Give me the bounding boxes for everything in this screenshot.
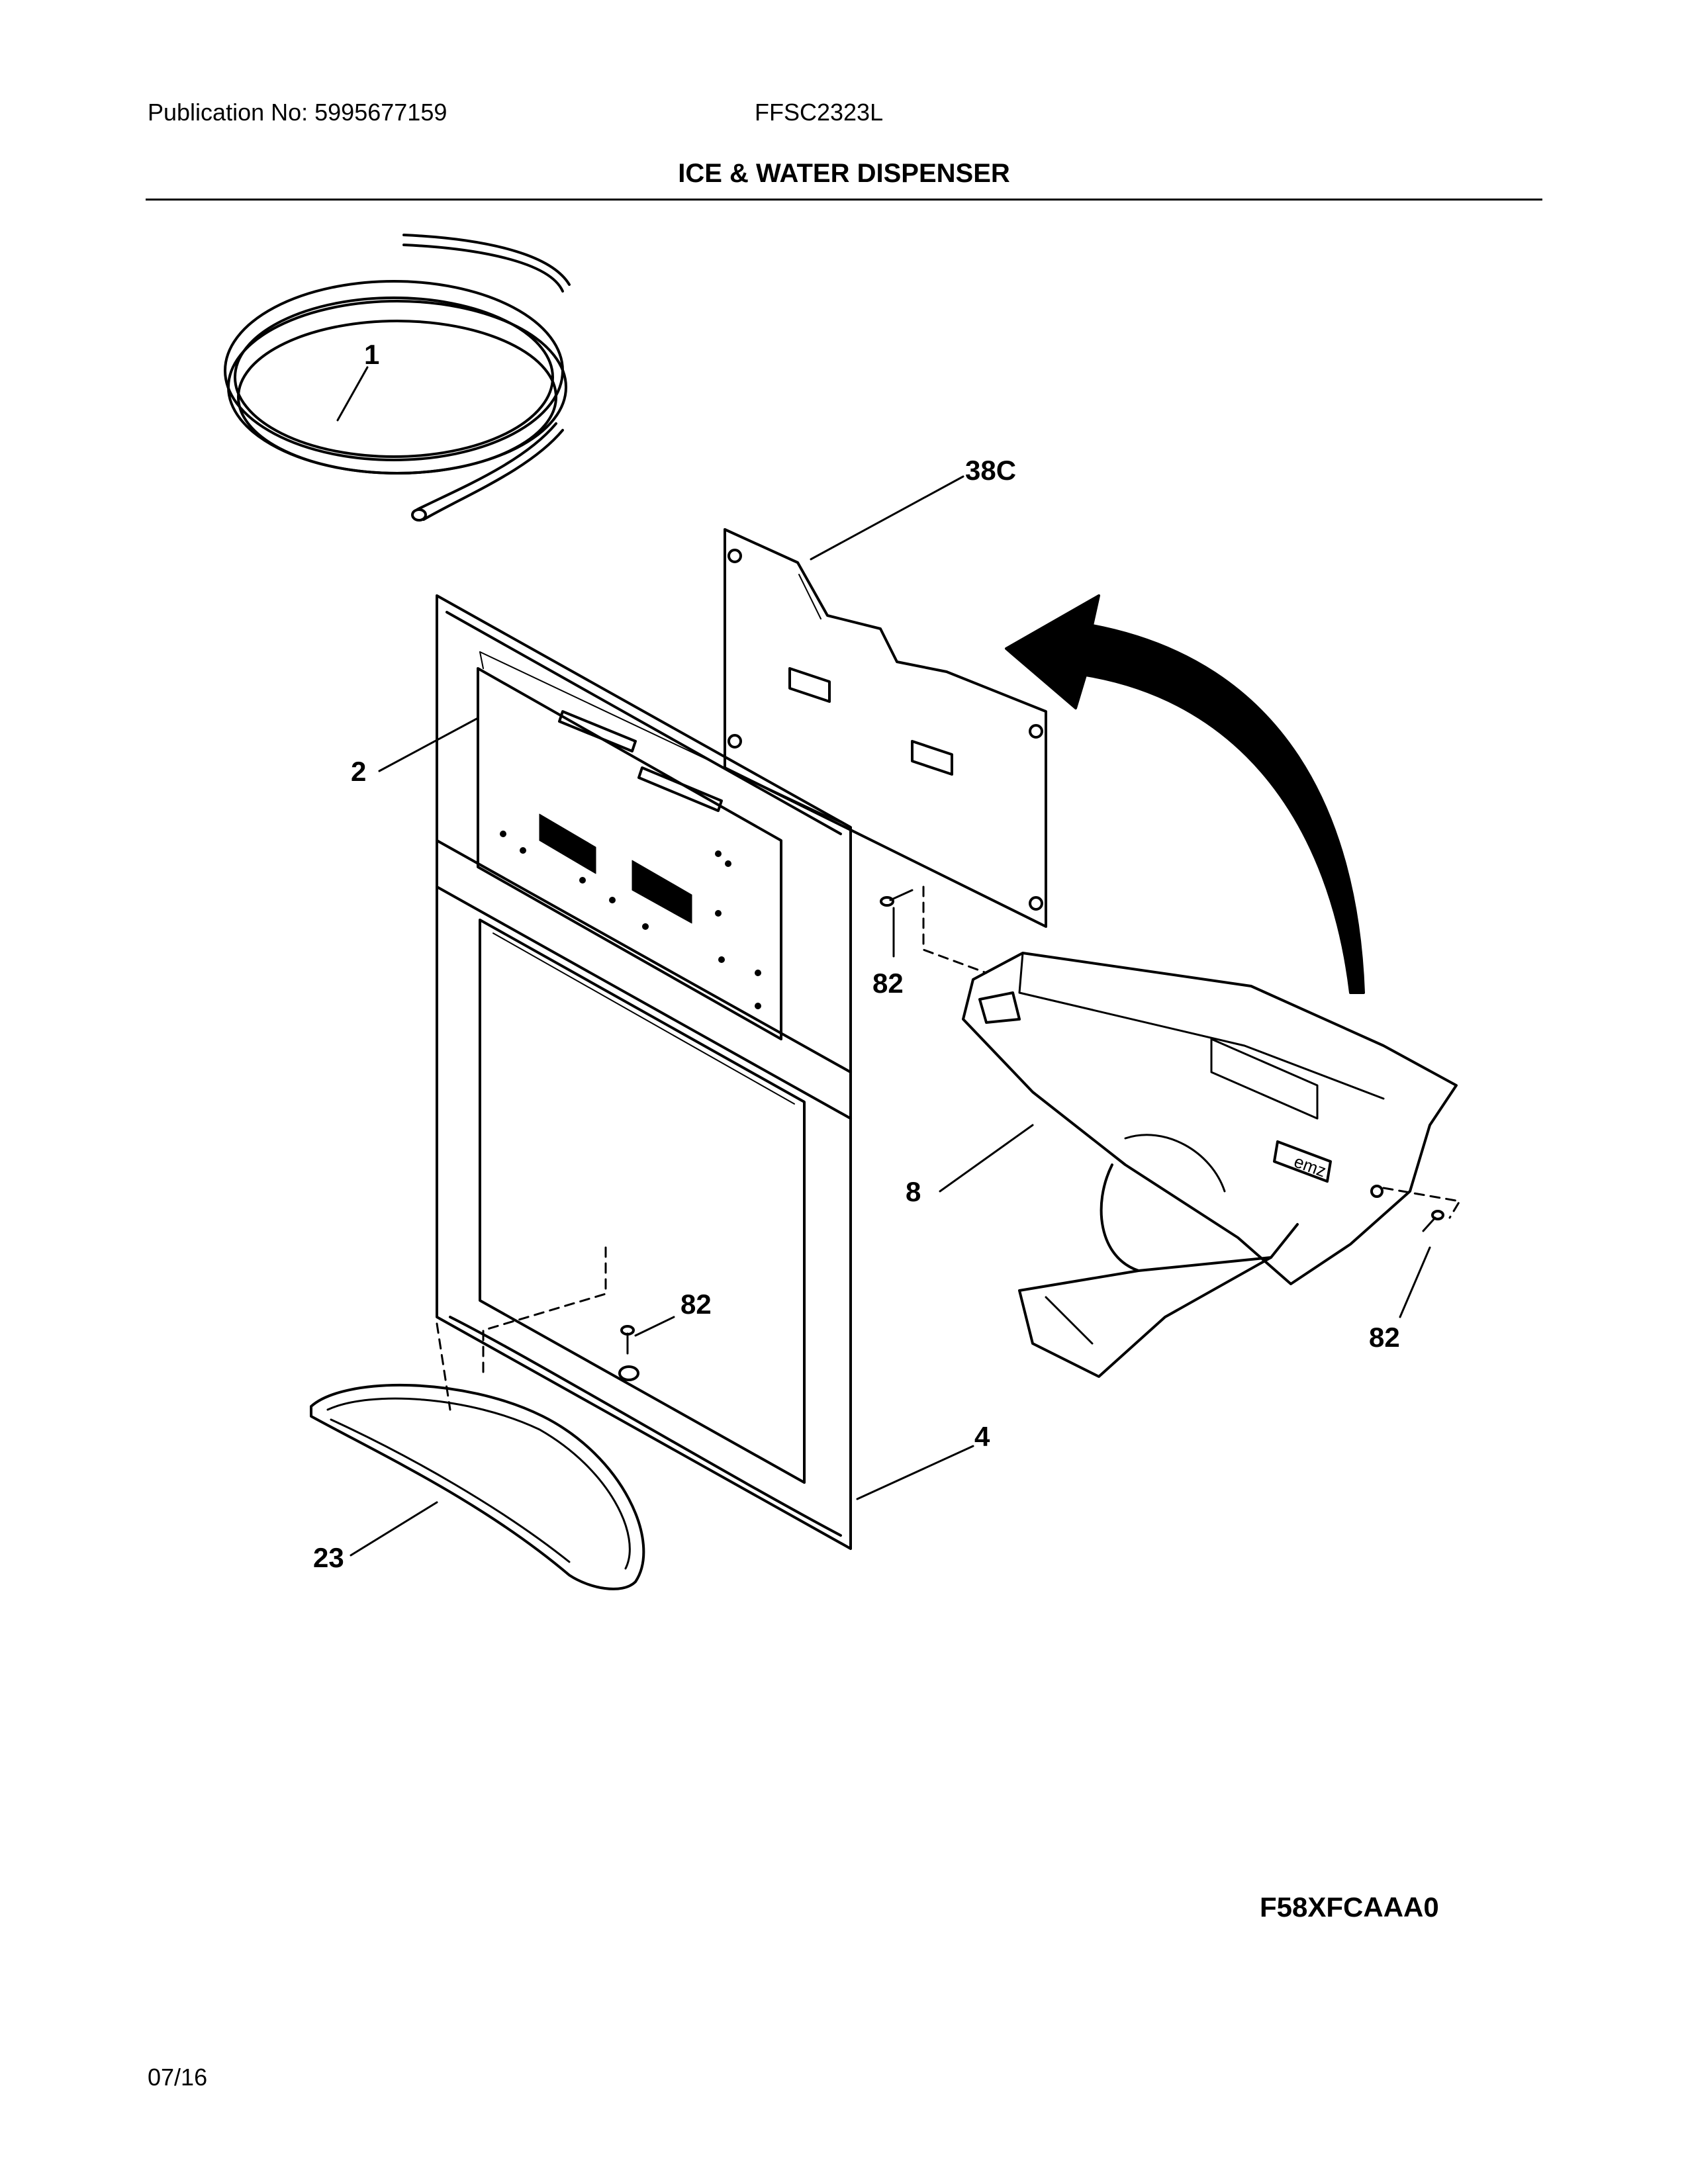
alignment-lines (436, 886, 1461, 1411)
screw-middle (618, 1325, 639, 1381)
callout-2: 2 (351, 756, 366, 787)
callout-labels: 1 38C 2 82 8 82 82 4 23 (313, 339, 1400, 1573)
callout-23: 23 (313, 1542, 344, 1573)
callout-8: 8 (906, 1176, 921, 1207)
callout-38c: 38C (965, 455, 1016, 486)
callout-82-middle: 82 (680, 1289, 712, 1320)
callout-82-top: 82 (872, 968, 904, 999)
control-cover-board (724, 528, 1047, 928)
figure-code: F58XFCAAA0 (1260, 1891, 1439, 1923)
page-title: ICE & WATER DISPENSER (678, 159, 1010, 188)
callout-82-right: 82 (1369, 1322, 1400, 1353)
model-number: FFSC2323L (755, 99, 884, 126)
screw-top (880, 889, 914, 907)
revision-date: 07/16 (148, 2064, 208, 2091)
control-panel-indicators (500, 831, 761, 1009)
publication-number: Publication No: 5995677159 (148, 99, 447, 126)
callout-1: 1 (364, 339, 379, 370)
housing-logo-text: emz (1291, 1151, 1329, 1181)
control-panel-overlay (477, 651, 851, 1040)
leader-lines (336, 366, 1431, 1557)
screw-right (1422, 1210, 1444, 1232)
callout-4: 4 (974, 1421, 990, 1452)
drip-tray (310, 1383, 645, 1590)
water-tubing-coil (224, 234, 571, 522)
dispenser-housing (962, 952, 1458, 1378)
dispenser-face-frame (436, 594, 852, 1550)
title-divider (146, 199, 1542, 201)
install-direction-arrow (1005, 594, 1365, 994)
